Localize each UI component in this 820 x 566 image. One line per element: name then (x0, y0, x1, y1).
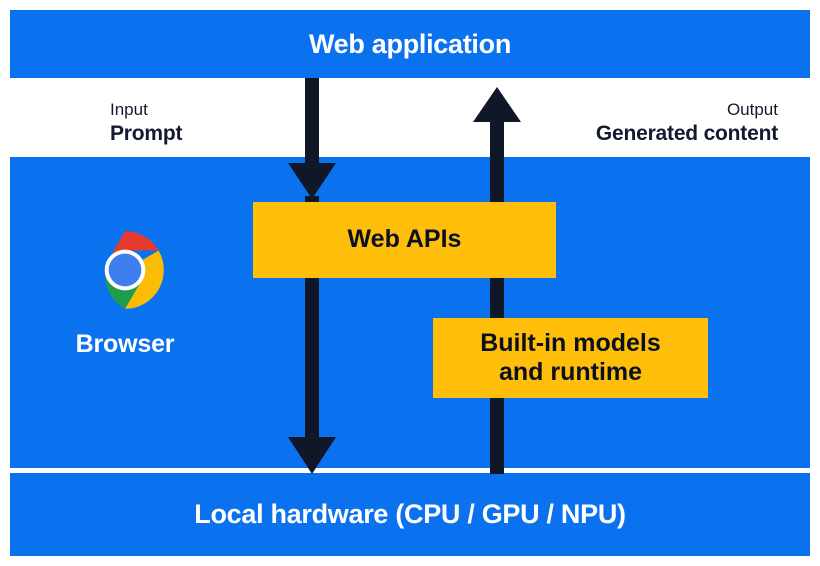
box-web-apis: Web APIs (253, 202, 556, 278)
browser-node: Browser (45, 228, 205, 359)
io-output-kind: Output (726, 100, 778, 119)
box-built-in-models-label: Built-in models and runtime (480, 329, 661, 388)
browser-label: Browser (75, 330, 175, 358)
band-web-application-label: Web application (308, 28, 512, 59)
box-built-in-models-line1: Built-in models (480, 328, 661, 357)
band-local-hardware-label: Local hardware (CPU / GPU / NPU) (194, 499, 626, 529)
io-input-value: Prompt (110, 122, 183, 146)
box-web-apis-label: Web APIs (347, 225, 462, 254)
box-built-in-models: Built-in models and runtime (433, 318, 708, 398)
io-output-value: Generated content (595, 122, 778, 146)
band-web-application: Web application (10, 10, 810, 78)
band-local-hardware: Local hardware (CPU / GPU / NPU) (10, 473, 810, 556)
box-built-in-models-line2: and runtime (498, 358, 643, 386)
chrome-logo-icon (104, 231, 164, 309)
io-input-kind: Input (110, 100, 148, 119)
io-input: Input Prompt (110, 99, 183, 148)
io-output: Output Generated content (596, 99, 778, 148)
